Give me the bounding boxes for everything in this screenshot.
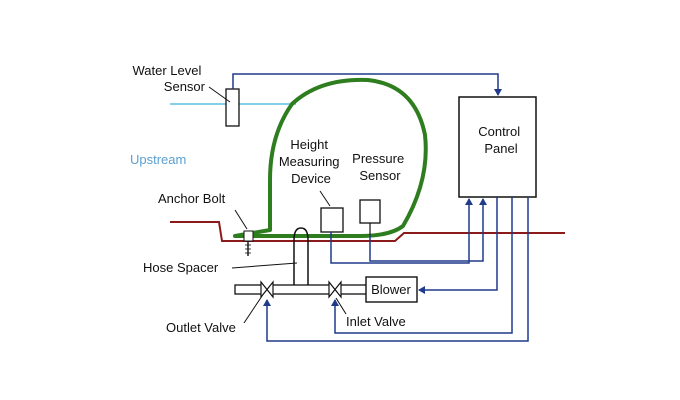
anchor-bolt-icon [243,230,254,256]
hose-spacer-label: Hose Spacer [143,260,219,275]
anchor-bolt-leader [234,209,248,230]
hose-spacer-leader [231,262,298,269]
upstream-label: Upstream [130,152,186,167]
inlet-valve-label: Inlet Valve [346,314,406,329]
outlet-valve-leader [243,295,263,324]
control-panel-box [458,96,537,198]
blower-label: Blower [371,282,411,297]
height-device-box [320,207,344,233]
pressure-sensor-label: Pressure Sensor [352,151,408,183]
dam-body [233,77,428,238]
signal-height-to-panel [330,198,473,264]
hose-spacer [293,227,309,285]
blower-box [365,276,418,303]
signal-pressure-to-panel [369,198,487,262]
pressure-sensor-box [359,199,381,224]
main-pipe [271,284,332,295]
water-level-leader [208,86,231,103]
outlet-valve-label: Outlet Valve [166,320,236,335]
signal-lines [232,73,529,342]
water-level-sensor-label: Water Level Sensor [132,63,205,94]
water-level-sensor-box [225,88,240,127]
control-panel-label: Control Panel [478,124,524,156]
signal-water-level-to-panel [232,73,502,96]
inlet-valve-icon [328,280,342,299]
outlet-valve-icon [260,280,274,299]
outlet-pipe [234,284,264,295]
signal-panel-to-blower [418,197,498,294]
height-device-leader [319,190,331,207]
ground-line [170,221,565,242]
signal-panel-to-outlet-valve [263,197,529,342]
height-measuring-device-label: Height Measuring Device [279,137,343,186]
inlet-valve-leader [335,297,347,315]
anchor-bolt-label: Anchor Bolt [158,191,226,206]
inlet-pipe [339,284,368,295]
signal-panel-to-inlet-valve [331,197,513,334]
